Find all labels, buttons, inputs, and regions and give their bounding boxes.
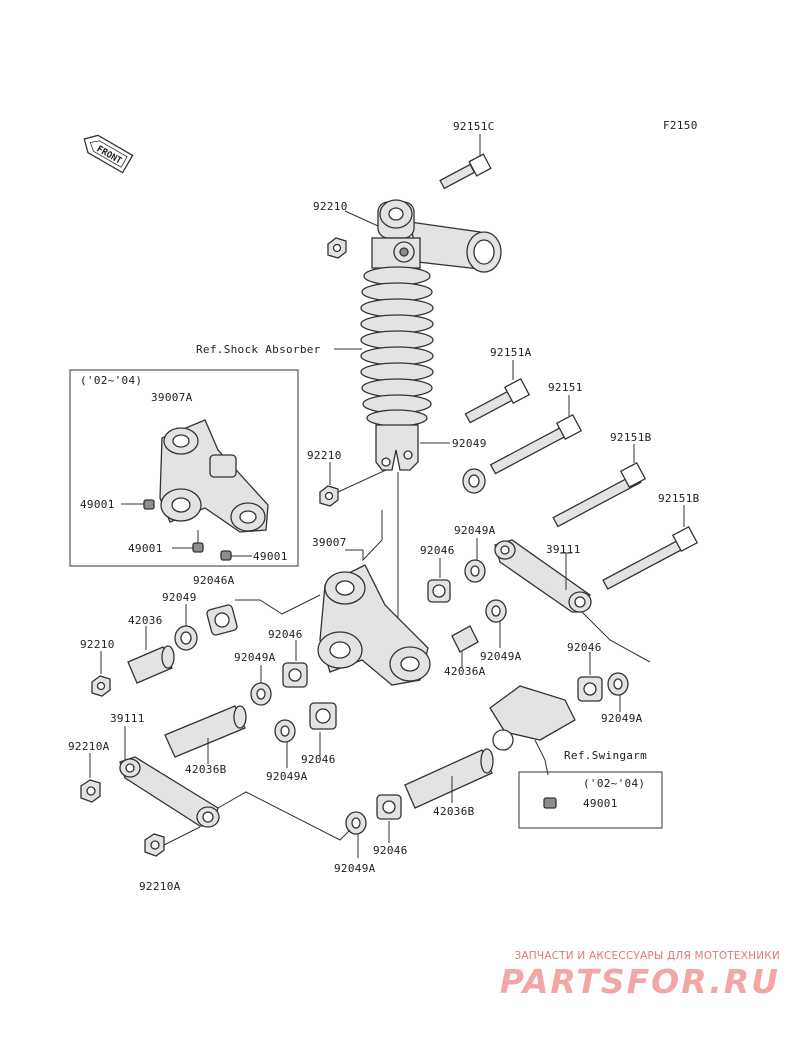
washer-92049-shock: [462, 468, 486, 494]
label-bushing-bottom: 92046: [373, 844, 408, 857]
label-washer-a-right: 92049A: [480, 650, 522, 663]
bolt-92151b-1: [552, 461, 647, 528]
bolt-49001-swingarm: [543, 797, 557, 809]
label-rocker: 39007: [312, 536, 347, 549]
label-washer-a-low: 92049A: [266, 770, 308, 783]
label-washer-shock: 92049: [452, 437, 487, 450]
nut-92210-mid: [319, 485, 339, 507]
label-washer-a-rod: 92049A: [454, 524, 496, 537]
ref-shock-absorber: Ref.Shock Absorber: [196, 343, 321, 356]
label-collar-b-left: 42036B: [185, 763, 227, 776]
swingarm-stub: [489, 685, 576, 751]
label-collar-a: 42036A: [444, 665, 486, 678]
label-nut-mid: 92210: [307, 449, 342, 462]
bolt-92151b-2: [602, 525, 699, 590]
rocker-39007a: [159, 419, 269, 533]
bolt-92151a: [464, 377, 531, 424]
rocker-39007: [317, 564, 431, 686]
watermark-brand: PARTSFOR.RU: [499, 962, 780, 1001]
collar-42036: [127, 645, 175, 684]
bushing-92046-mid: [427, 579, 451, 603]
front-arrow-icon: FRONT: [83, 134, 134, 174]
bolt-92151: [489, 413, 583, 475]
label-inset-bolt-3: 49001: [253, 550, 288, 563]
nut-92210-left: [91, 675, 111, 697]
shock-spring: [360, 266, 434, 427]
inset-linkage-box: [69, 369, 299, 567]
label-bushing-low: 92046: [301, 753, 336, 766]
collar-42036b-right: [404, 748, 494, 809]
label-rod-right: 39111: [546, 543, 581, 556]
label-bolt-top: 92151C: [453, 120, 495, 133]
label-bushing-right: 92046: [567, 641, 602, 654]
label-bolt-b2: 92151B: [658, 492, 700, 505]
bushing-92046-bottom: [376, 794, 402, 820]
label-washer-a-right2: 92049A: [601, 712, 643, 725]
label-rod-left: 39111: [110, 712, 145, 725]
washer-92049-left: [174, 625, 198, 651]
label-nut-top: 92210: [313, 200, 348, 213]
watermark-tagline: ЗАПЧАСТИ И АКСЕССУАРЫ ДЛЯ МОТОТЕХНИКИ: [514, 950, 780, 962]
washer-92049a-right: [485, 599, 507, 623]
inset-linkage-part: 39007A: [151, 391, 193, 404]
bushing-92046-center: [282, 662, 308, 688]
washer-92049a-rod: [464, 559, 486, 583]
figure-code: F2150: [663, 119, 698, 132]
bolt-92151c: [439, 153, 492, 190]
washer-92049a-low: [274, 719, 296, 743]
washer-92049a-bottom: [345, 811, 367, 835]
label-collar-b-right: 42036B: [433, 805, 475, 818]
label-nut-left: 92210: [80, 638, 115, 651]
inset-linkage-years: ('02~'04): [80, 374, 142, 387]
label-bushing-center: 92046: [268, 628, 303, 641]
bushing-92046-low: [309, 702, 337, 730]
bolt-49001-inset-3: [220, 550, 232, 561]
ref-swingarm: Ref.Swingarm: [564, 749, 647, 762]
label-collar-left: 42036: [128, 614, 163, 627]
label-bushing-a: 92046A: [193, 574, 235, 587]
nut-92210a-left: [80, 779, 101, 803]
label-bolt-plain: 92151: [548, 381, 583, 394]
label-inset-bolt-2: 49001: [128, 542, 163, 555]
nut-92210a-bottom: [144, 833, 165, 857]
bushing-92046-right: [577, 676, 603, 702]
tie-rod-39111-right: [494, 539, 592, 613]
tie-rod-39111-left: [119, 756, 220, 828]
label-nut-a-left: 92210A: [68, 740, 110, 753]
label-washer-a-bottom: 92049A: [334, 862, 376, 875]
bushing-92046a: [206, 604, 238, 636]
label-inset-bolt-1: 49001: [80, 498, 115, 511]
nut-92210-top: [327, 237, 347, 259]
label-washer-left: 92049: [162, 591, 197, 604]
label-nut-a-bottom: 92210A: [139, 880, 181, 893]
washer-92049a-center: [250, 682, 272, 706]
bolt-49001-inset-2: [192, 530, 204, 553]
bolt-49001-inset-1: [143, 499, 155, 510]
shock-absorber: [360, 199, 502, 471]
collar-42036a: [451, 625, 479, 653]
inset-swingarm-box: [518, 771, 663, 829]
inset-swingarm-years: ('02~'04): [583, 777, 645, 790]
label-bushing-mid: 92046: [420, 544, 455, 557]
washer-92049a-right2: [607, 672, 629, 696]
label-bolt-a: 92151A: [490, 346, 532, 359]
collar-42036b-left: [164, 705, 247, 758]
label-washer-a-center: 92049A: [234, 651, 276, 664]
inset-swingarm-part: 49001: [583, 797, 618, 810]
label-bolt-b1: 92151B: [610, 431, 652, 444]
